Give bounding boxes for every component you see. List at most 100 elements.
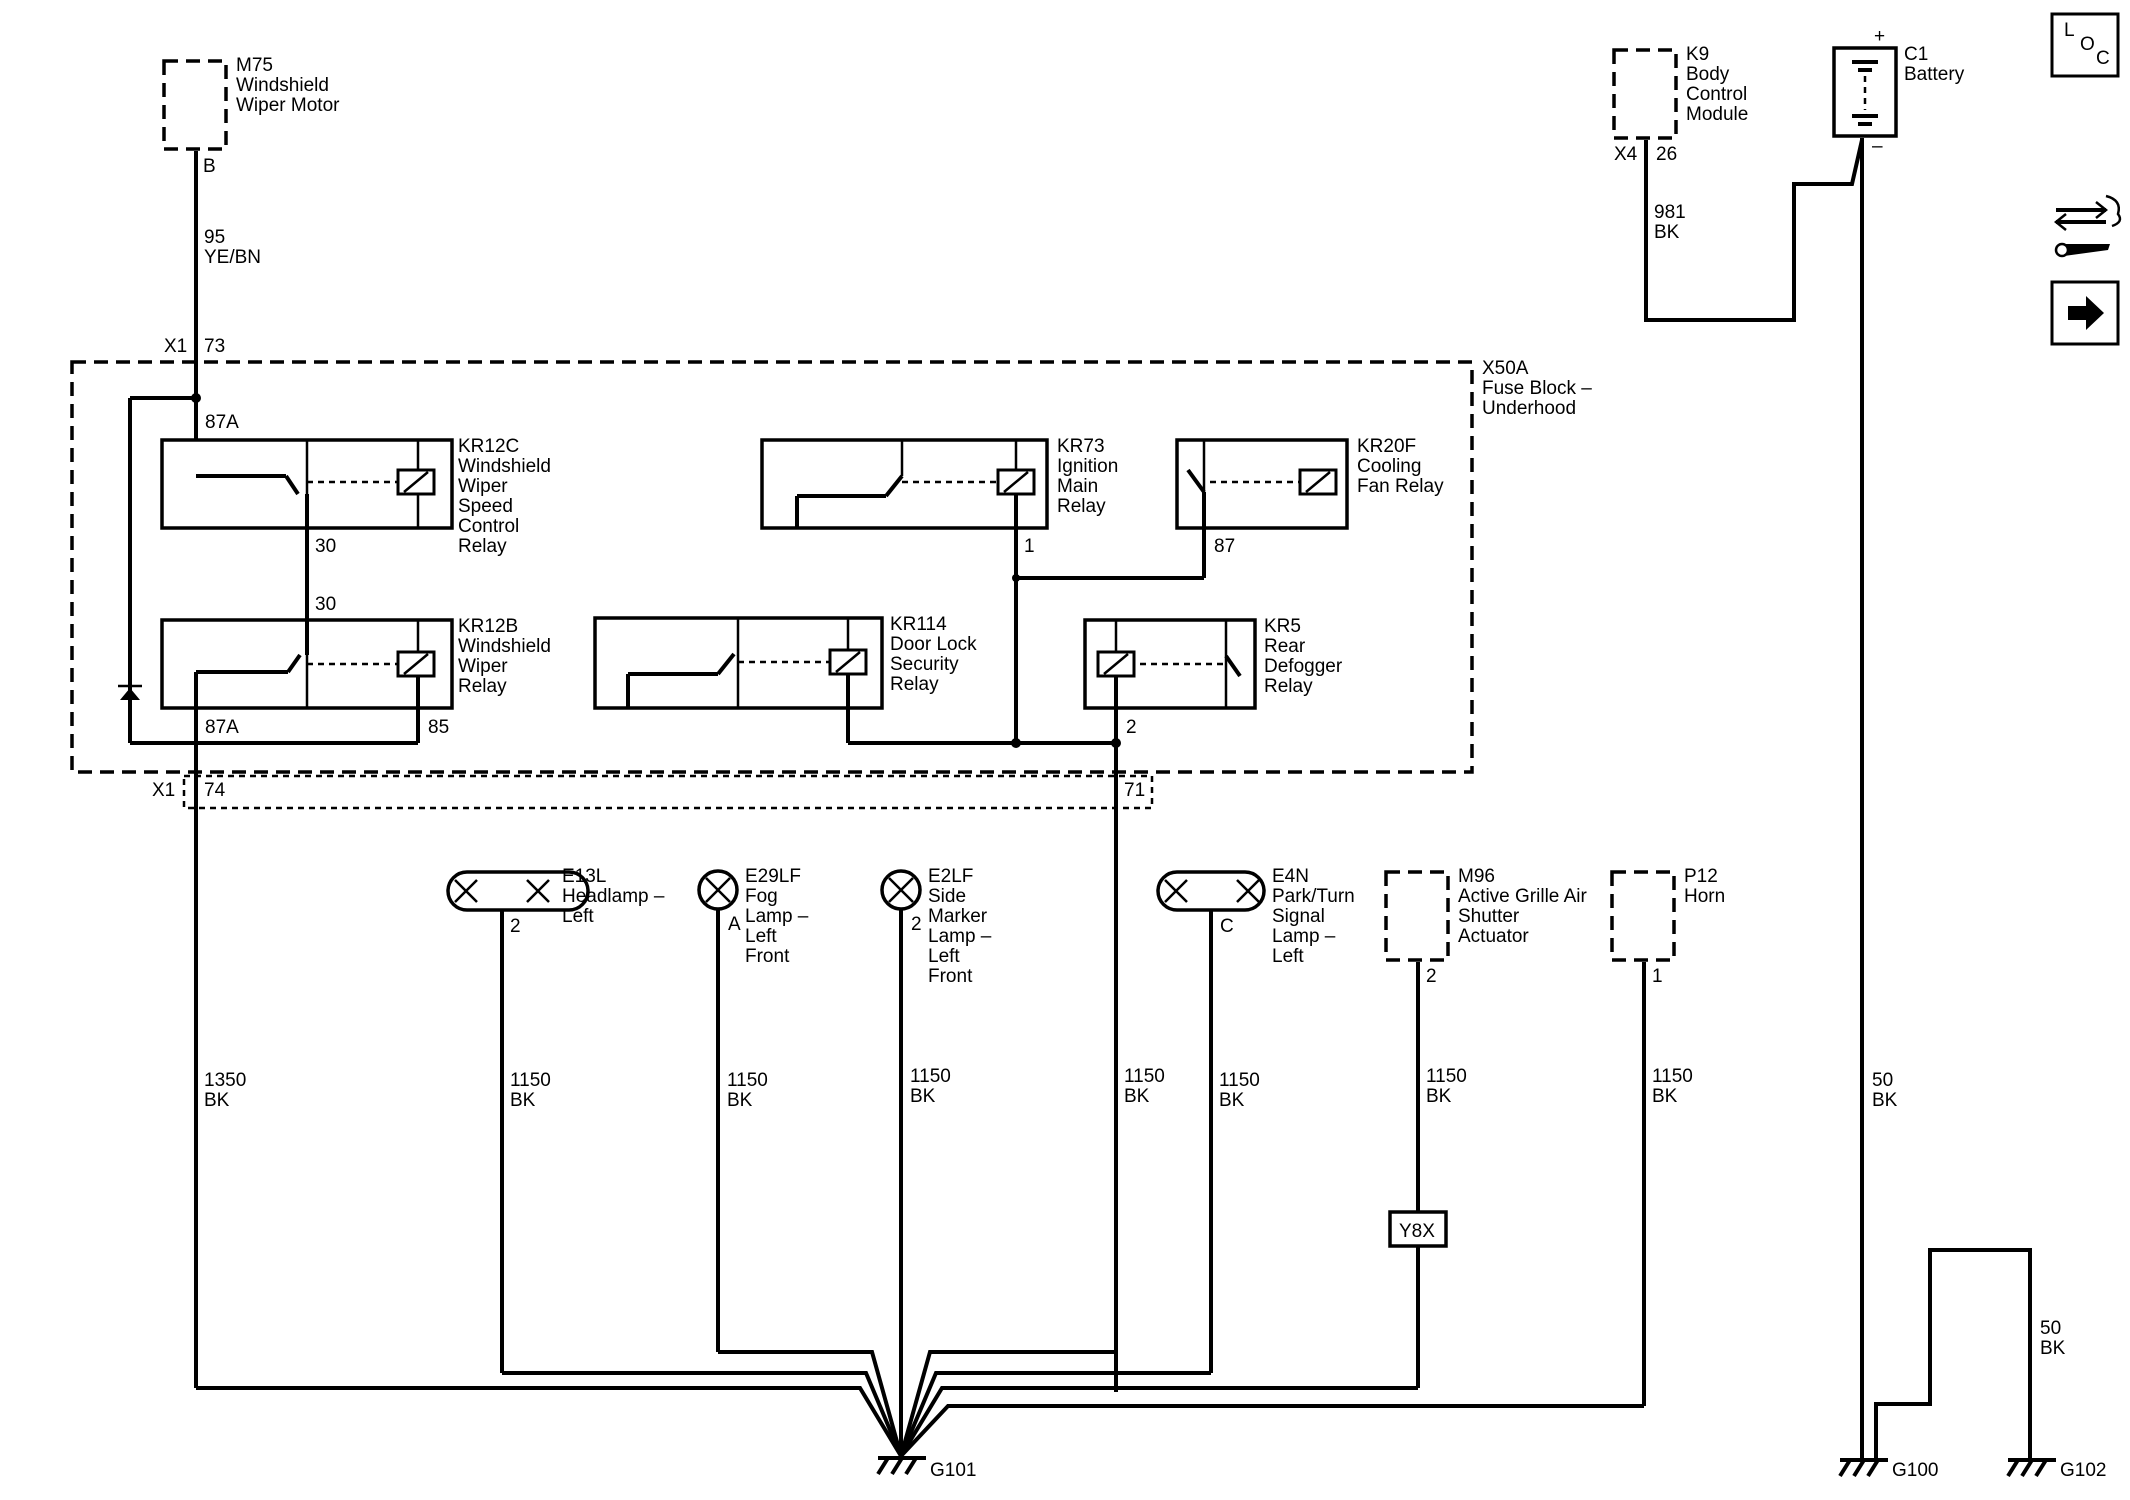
kr12b-pin-30: 30	[315, 594, 336, 615]
loc-letter-l: L	[2064, 20, 2075, 41]
m96-active-grille-air-shutter-actuator[interactable]: M96 Active Grille Air Shutter Actuator 2	[1384, 866, 1587, 987]
kr73-pin-1: 1	[1024, 536, 1035, 557]
wire-m96-color: BK	[1426, 1086, 1452, 1107]
wire-981-bk[interactable]	[1644, 139, 1864, 322]
diode	[118, 684, 142, 700]
kr73-ignition-main-relay[interactable]: KR73 Ignition Main Relay	[760, 436, 1118, 530]
g101-ground-wires	[196, 1350, 1644, 1458]
kr12b-pin-85: 85	[428, 717, 449, 738]
svg-text:Rear: Rear	[1264, 636, 1306, 657]
svg-text:Horn: Horn	[1684, 886, 1725, 907]
svg-text:Shutter: Shutter	[1458, 906, 1520, 927]
e2lf-side-marker-lamp-left-front[interactable]: E2LF Side Marker Lamp – Left Front 2	[880, 866, 992, 987]
svg-text:Underhood: Underhood	[1482, 398, 1576, 419]
svg-text:Park/Turn: Park/Turn	[1272, 886, 1355, 907]
svg-text:Ignition: Ignition	[1057, 456, 1118, 477]
x1-pin-73: 73	[204, 336, 225, 357]
g100-ground-symbol: G100	[1838, 1458, 1938, 1481]
svg-text:Module: Module	[1686, 104, 1748, 125]
svg-text:KR114: KR114	[890, 614, 947, 635]
svg-text:Cooling: Cooling	[1357, 456, 1421, 477]
svg-text:2: 2	[510, 916, 521, 937]
svg-text:Left: Left	[562, 906, 594, 927]
svg-text:Lamp –: Lamp –	[745, 906, 809, 927]
kr20f-pin-87: 87	[1214, 536, 1235, 557]
c1-battery[interactable]: + – C1 Battery	[1832, 26, 1965, 157]
wire-p12-circuit: 1150	[1652, 1066, 1693, 1087]
kr114-door-lock-security-relay[interactable]: KR114 Door Lock Security Relay	[593, 614, 977, 710]
arrow-right-icon	[2068, 296, 2104, 330]
svg-text:Wiper Motor: Wiper Motor	[236, 95, 340, 116]
svg-text:Relay: Relay	[458, 536, 507, 557]
svg-text:Defogger: Defogger	[1264, 656, 1343, 677]
loc-button[interactable]: L O C	[2050, 12, 2120, 78]
kr12c-pin-87a: 87A	[205, 412, 239, 433]
svg-text:Actuator: Actuator	[1458, 926, 1529, 947]
svg-text:Main: Main	[1057, 476, 1098, 497]
e13l-headlamp-left[interactable]: E13L Headlamp – Left 2	[446, 866, 665, 937]
wire-p12-color: BK	[1652, 1086, 1678, 1107]
wire-50-color: BK	[1872, 1090, 1898, 1111]
svg-text:Fuse Block –: Fuse Block –	[1482, 378, 1592, 399]
x50a-fuse-block-underhood: X50A Fuse Block – Underhood	[70, 358, 1592, 774]
kr12c-pin-30: 30	[315, 536, 336, 557]
wire-95-color: YE/BN	[204, 247, 261, 268]
svg-text:Wiper: Wiper	[458, 656, 508, 677]
e29lf-fog-lamp-left-front[interactable]: E29LF Fog Lamp – Left Front A	[697, 866, 809, 967]
wire-e2lf-circuit: 1150	[910, 1066, 951, 1087]
svg-text:Windshield: Windshield	[236, 75, 329, 96]
svg-text:Fog: Fog	[745, 886, 778, 907]
svg-text:Control: Control	[1686, 84, 1747, 105]
svg-text:Fan Relay: Fan Relay	[1357, 476, 1444, 497]
wire-g102-circuit: 50	[2040, 1318, 2061, 1339]
svg-text:Left: Left	[745, 926, 777, 947]
next-arrow-button[interactable]	[2050, 280, 2120, 346]
svg-text:Front: Front	[928, 966, 973, 987]
svg-text:Control: Control	[458, 516, 519, 537]
svg-text:B: B	[203, 156, 216, 177]
svg-text:Security: Security	[890, 654, 959, 675]
kr12b-pin-87a: 87A	[205, 717, 239, 738]
wire-1350-color: BK	[204, 1090, 230, 1111]
wire-e29lf-circuit: 1150	[727, 1070, 768, 1091]
kr12b-windshield-wiper-relay[interactable]: KR12B Windshield Wiper Relay	[160, 616, 551, 743]
svg-text:–: –	[1872, 136, 1883, 157]
wire-50-bk-g102[interactable]	[1874, 1248, 2032, 1460]
p12-horn[interactable]: P12 Horn 1	[1610, 866, 1725, 987]
svg-text:Windshield: Windshield	[458, 636, 551, 657]
e4n-park-turn-signal-lamp-left[interactable]: E4N Park/Turn Signal Lamp – Left C	[1156, 866, 1355, 967]
svg-text:E2LF: E2LF	[928, 866, 973, 887]
wire-71-circuit: 1150	[1124, 1066, 1165, 1087]
wire-g102-color: BK	[2040, 1338, 2066, 1359]
svg-text:G100: G100	[1892, 1460, 1938, 1481]
svg-text:P12: P12	[1684, 866, 1718, 887]
wire-1350-circuit: 1350	[204, 1070, 246, 1091]
svg-text:Door Lock: Door Lock	[890, 634, 977, 655]
svg-text:G101: G101	[930, 1460, 976, 1481]
svg-text:M75: M75	[236, 55, 273, 76]
svg-text:+: +	[1874, 26, 1885, 47]
svg-text:C1: C1	[1904, 44, 1928, 65]
svg-text:C: C	[1220, 916, 1234, 937]
k9-body-control-module[interactable]: K9 Body Control Module X4 26	[1612, 44, 1748, 165]
wire-981-color: BK	[1654, 222, 1680, 243]
x1-connector-label: X1	[164, 336, 187, 357]
svg-text:Left: Left	[1272, 946, 1304, 967]
kr12c-wiper-speed-control-relay[interactable]: KR12C Windshield Wiper Speed Control Rel…	[160, 436, 551, 557]
svg-text:Relay: Relay	[1264, 676, 1313, 697]
m75-windshield-wiper-motor[interactable]: M75 Windshield Wiper Motor B	[162, 55, 340, 177]
g102-ground-symbol: G102	[2006, 1458, 2106, 1481]
svg-text:Side: Side	[928, 886, 966, 907]
kr5-rear-defogger-relay[interactable]: KR5 Rear Defogger Relay	[1083, 616, 1343, 710]
svg-text:Signal: Signal	[1272, 906, 1325, 927]
description-operation-icon[interactable]	[2053, 194, 2122, 258]
kr20f-cooling-fan-relay[interactable]: KR20F Cooling Fan Relay	[1175, 436, 1444, 530]
wire-e4n-circuit: 1150	[1219, 1070, 1260, 1091]
svg-text:KR73: KR73	[1057, 436, 1105, 457]
svg-text:X4: X4	[1614, 144, 1638, 165]
wire-e29lf-color: BK	[727, 1090, 753, 1111]
svg-text:26: 26	[1656, 144, 1677, 165]
svg-text:Windshield: Windshield	[458, 456, 551, 477]
svg-text:Battery: Battery	[1904, 64, 1965, 85]
